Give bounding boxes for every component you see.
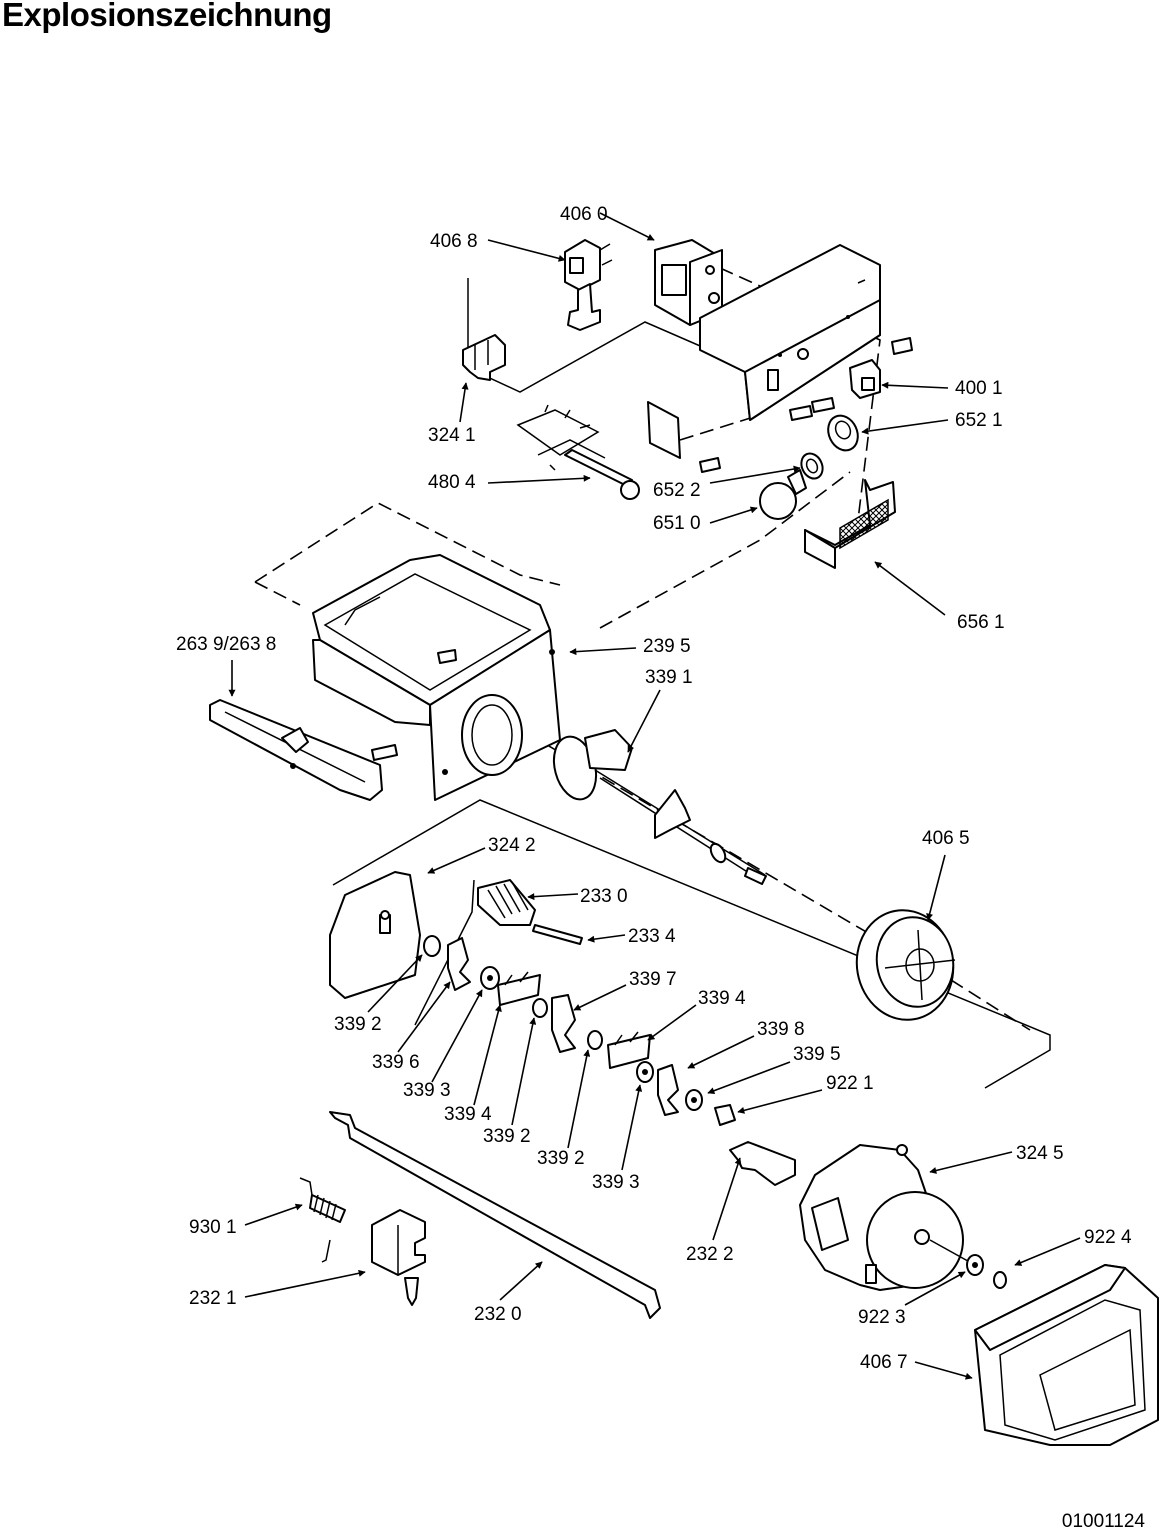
clutch-stack — [423, 935, 736, 1126]
label-922-4: 922 4 — [1084, 1227, 1132, 1248]
label-232-1: 232 1 — [189, 1288, 237, 1309]
label-339-3-a: 339 3 — [403, 1080, 451, 1101]
label-233-0: 233 0 — [580, 886, 628, 907]
page-title: Explosionszeichnung — [2, 0, 332, 33]
label-406-0: 406 0 — [560, 204, 608, 225]
screws-box — [699, 337, 913, 473]
part-263-9-rail — [209, 699, 383, 801]
label-406-5: 406 5 — [922, 828, 970, 849]
part-480-4-harness — [516, 404, 640, 500]
label-400-1: 400 1 — [955, 378, 1003, 399]
part-labels: 406 0 406 8 400 1 652 1 324 1 480 4 652 … — [176, 204, 1132, 1373]
label-339-3-b: 339 3 — [592, 1172, 640, 1193]
label-339-6: 339 6 — [372, 1052, 420, 1073]
part-cover-plate — [647, 401, 681, 459]
part-656-1-grille — [804, 479, 896, 569]
part-324-2-plate — [329, 871, 421, 999]
label-922-1: 922 1 — [826, 1073, 874, 1094]
label-339-2-b: 339 2 — [483, 1126, 531, 1147]
part-651-0-bulb — [759, 469, 807, 520]
part-652-2-ring — [800, 452, 824, 480]
label-656-1: 656 1 — [957, 612, 1005, 633]
label-652-1: 652 1 — [955, 410, 1003, 431]
label-324-1: 324 1 — [428, 425, 476, 446]
label-339-7: 339 7 — [629, 969, 677, 990]
part-239-5-bucket — [312, 554, 561, 801]
label-339-4-a: 339 4 — [698, 988, 746, 1009]
label-406-7: 406 7 — [860, 1352, 908, 1373]
label-339-1: 339 1 — [645, 667, 693, 688]
label-232-0: 232 0 — [474, 1304, 522, 1325]
part-233-4-pin — [532, 924, 583, 945]
part-324-1-bracket — [462, 334, 506, 381]
part-406-5-wheel — [855, 909, 956, 1021]
part-339-1-auger — [552, 729, 767, 885]
document-code: 01001124 — [1061, 1511, 1145, 1532]
control-housing — [699, 244, 881, 421]
label-239-5: 239 5 — [643, 636, 691, 657]
part-406-7-cover — [974, 1264, 1159, 1446]
part-233-0-comb — [477, 879, 536, 926]
label-651-0: 651 0 — [653, 513, 701, 534]
part-922-4-clip — [993, 1271, 1007, 1289]
label-930-1: 930 1 — [189, 1217, 237, 1238]
label-652-2: 652 2 — [653, 480, 701, 501]
part-232-2-lever — [729, 1141, 796, 1186]
label-324-5: 324 5 — [1016, 1143, 1064, 1164]
part-324-5-motor — [799, 1144, 976, 1291]
leader-lines — [228, 212, 1081, 1380]
label-339-2-c: 339 2 — [537, 1148, 585, 1169]
label-232-2: 232 2 — [686, 1244, 734, 1265]
label-406-8: 406 8 — [430, 231, 478, 252]
label-324-2: 324 2 — [488, 835, 536, 856]
label-233-4: 233 4 — [628, 926, 676, 947]
label-480-4: 480 4 — [428, 472, 476, 493]
label-339-8: 339 8 — [757, 1019, 805, 1040]
label-339-2-a: 339 2 — [334, 1014, 382, 1035]
part-232-0-rod — [329, 1111, 661, 1319]
label-339-5: 339 5 — [793, 1044, 841, 1065]
part-930-1-spring — [299, 1177, 346, 1263]
part-406-8-valve — [564, 239, 613, 331]
part-232-1-clip — [371, 1209, 426, 1306]
part-922-3-washer — [966, 1254, 984, 1276]
part-652-1-socket — [827, 414, 859, 452]
label-339-4-b: 339 4 — [444, 1104, 492, 1125]
assembly-lines — [254, 267, 1051, 1089]
label-263-9: 263 9/263 8 — [176, 634, 276, 655]
label-922-3: 922 3 — [858, 1307, 906, 1328]
part-400-1-switch — [849, 359, 881, 399]
